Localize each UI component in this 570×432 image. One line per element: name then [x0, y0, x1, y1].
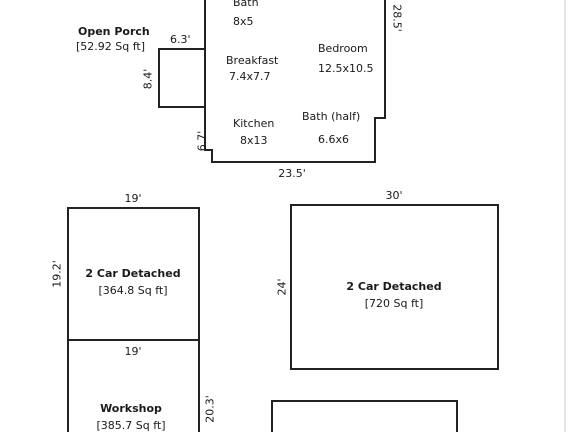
garage-large-name: 2 Car Detached [346, 280, 442, 293]
garage-small-outline [67, 207, 200, 341]
garage-small-area: [364.8 Sq ft] [98, 284, 168, 297]
house-outline [204, 0, 386, 163]
partial-structure-outline [271, 400, 458, 432]
porch-name: Open Porch [78, 25, 150, 38]
workshop-area: [385.7 Sq ft] [96, 419, 166, 432]
porch-dim-width: 6.3' [170, 33, 191, 46]
room-bath-name: Bath [233, 0, 259, 9]
room-bath-size: 8x5 [233, 15, 254, 28]
workshop-dim-width: 19' [124, 345, 142, 358]
room-half-bath-size: 6.6x6 [318, 133, 350, 146]
house-dim-right: 28.5' [390, 4, 404, 32]
garage-large-dim-width: 30' [385, 189, 403, 202]
workshop-dim-height: 20.3' [203, 395, 217, 423]
room-kitchen-name: Kitchen [233, 117, 275, 130]
garage-large-area: [720 Sq ft] [364, 297, 424, 310]
room-breakfast-name: Breakfast [226, 54, 279, 67]
room-kitchen-size: 8x13 [240, 134, 268, 147]
garage-small-dim-height: 19.2' [50, 260, 64, 288]
house-dim-bottom: 23.5' [278, 167, 306, 180]
room-breakfast-size: 7.4x7.7 [229, 70, 271, 83]
workshop-outline [67, 340, 200, 432]
garage-large-outline [290, 204, 499, 370]
garage-large-dim-height: 24' [275, 278, 289, 296]
room-bedroom-name: Bedroom [318, 42, 368, 55]
room-half-bath-name: Bath (half) [302, 110, 361, 123]
workshop-name: Workshop [100, 402, 162, 415]
garage-small-dim-width: 19' [124, 192, 142, 205]
house-dim-left: 6.7' [195, 130, 209, 152]
room-bedroom-size: 12.5x10.5 [318, 62, 374, 75]
garage-small-name: 2 Car Detached [85, 267, 181, 280]
porch-area: [52.92 Sq ft] [76, 40, 146, 53]
porch-dim-height: 8.4' [141, 68, 155, 90]
porch-outline [158, 48, 206, 108]
